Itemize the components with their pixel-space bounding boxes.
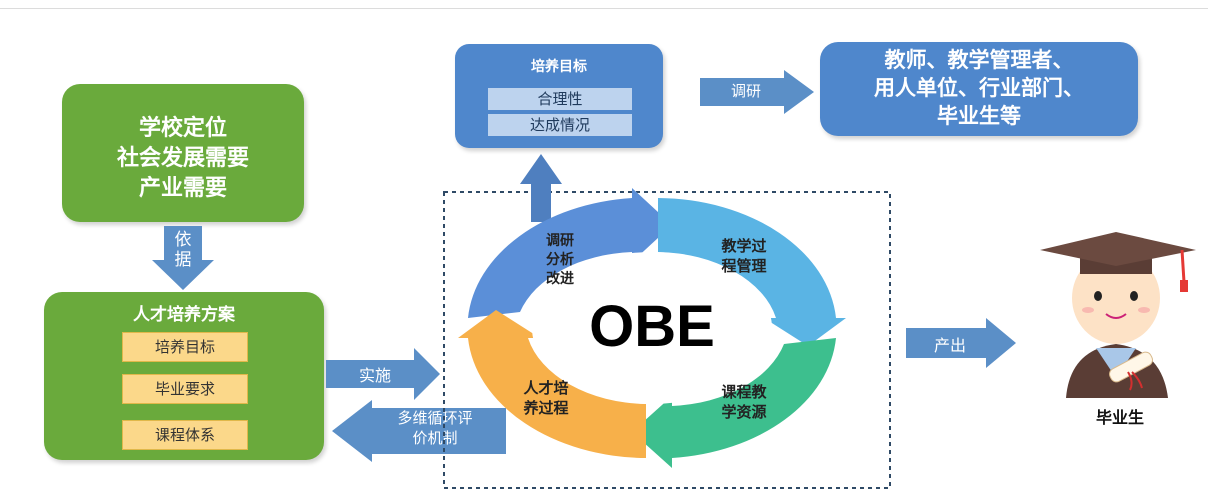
cycle-segment-research (468, 188, 672, 318)
talent-plan-title: 人才培养方案 (133, 305, 235, 325)
graduate-label: 毕业生 (1095, 408, 1144, 427)
positioning-line-1: 学校定位 (138, 116, 227, 141)
cycle-segment-teaching (658, 198, 846, 346)
positioning-line-3: 产业需要 (138, 176, 227, 201)
goal-box-title: 培养目标 (531, 59, 587, 75)
positioning-line-2: 社会发展需要 (116, 146, 249, 171)
segment-teaching-line-2: 程管理 (721, 257, 767, 275)
basis-label-1: 依 (174, 230, 192, 250)
stakeholders-line-3: 毕业生等 (937, 104, 1021, 128)
cycle-segment-talent (458, 310, 646, 458)
goal-item-achievement: 达成情况 (488, 114, 632, 136)
stakeholders-box: 教师、教学管理者、 用人单位、行业部门、 毕业生等 (820, 42, 1138, 136)
output-label: 产出 (933, 336, 966, 355)
segment-research-line-1: 调研 (546, 233, 574, 249)
segment-curriculum-line-1: 课程教 (721, 383, 767, 401)
positioning-box: 学校定位 社会发展需要 产业需要 (62, 84, 304, 222)
output-arrow (906, 318, 1016, 368)
survey-arrow (700, 70, 814, 114)
basis-label-2: 据 (174, 250, 192, 270)
goal-box: 培养目标 合理性 达成情况 (455, 44, 663, 148)
segment-research-line-3: 改进 (546, 271, 574, 287)
evaluation-arrow (332, 400, 506, 462)
implement-arrow (326, 348, 440, 400)
goal-item-rationality: 合理性 (488, 88, 632, 110)
cycle-center (532, 252, 772, 404)
segment-research-line-2: 分析 (546, 252, 574, 268)
segment-curriculum-line-2: 学资源 (721, 403, 767, 421)
segment-teaching-line-1: 教学过 (721, 237, 767, 255)
segment-talent-line-1: 人才培 (523, 379, 569, 397)
basis-arrow (152, 226, 214, 290)
cycle-segment-curriculum (632, 338, 836, 468)
talent-plan-box: 人才培养方案 培养目标 毕业要求 课程体系 (44, 292, 324, 460)
up-arrow (520, 154, 562, 222)
segment-talent-line-2: 养过程 (523, 399, 569, 417)
top-divider (0, 8, 1208, 9)
stakeholders-line-2: 用人单位、行业部门、 (874, 76, 1084, 100)
evaluation-label-1: 多维循环评 (397, 409, 473, 427)
stakeholders-line-1: 教师、教学管理者、 (884, 48, 1074, 72)
evaluation-label-2: 价机制 (412, 429, 458, 447)
survey-label: 调研 (730, 82, 761, 100)
plan-item-goal: 培养目标 (122, 332, 248, 362)
plan-item-curriculum: 课程体系 (122, 420, 248, 450)
implement-label: 实施 (358, 366, 391, 385)
graduate-icon (1040, 232, 1196, 398)
plan-item-requirements: 毕业要求 (122, 374, 248, 404)
obe-center-label: OBE (589, 294, 715, 359)
